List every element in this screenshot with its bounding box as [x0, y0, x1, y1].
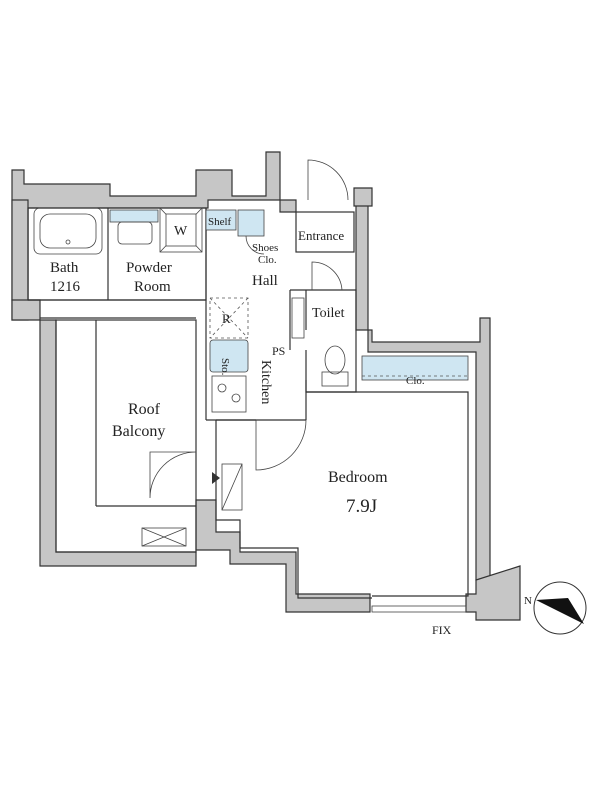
- toilet-bowl: [321, 345, 349, 387]
- fixed-window: [371, 605, 467, 613]
- hall-label: Hall: [252, 273, 278, 289]
- shoes-closet-label-2: Clo.: [258, 254, 277, 266]
- washer-box: [159, 207, 203, 253]
- storage-label: Sto.: [219, 358, 231, 376]
- powder-room-label-1: Powder: [126, 260, 172, 276]
- shelf: [205, 209, 237, 231]
- refrigerator-space: [209, 297, 249, 339]
- kitchen-sink: [209, 339, 249, 373]
- ac-unit: [212, 463, 243, 511]
- closet-label: Clo.: [406, 375, 425, 387]
- kitchen-label: Kitchen: [258, 360, 273, 404]
- bath-label: Bath: [50, 260, 79, 276]
- vanity-sink: [109, 209, 159, 245]
- entrance-label: Entrance: [298, 228, 344, 243]
- bedroom-label: Bedroom: [328, 469, 388, 486]
- interior-walls: [27, 207, 469, 599]
- compass-north-label: N: [524, 595, 532, 607]
- doors: [149, 159, 349, 499]
- fixed-window-label: FIX: [432, 623, 452, 637]
- roof-balcony-label-1: Roof: [128, 401, 161, 418]
- roof-balcony-label-2: Balcony: [112, 423, 165, 440]
- bedroom-closet: [361, 355, 469, 381]
- exterior-walls: [11, 151, 521, 621]
- compass: N: [524, 581, 587, 635]
- bath-size-label: 1216: [50, 279, 81, 295]
- shoes-closet: [237, 209, 265, 237]
- bathtub: [33, 207, 103, 255]
- powder-room-label-2: Room: [134, 279, 171, 295]
- bedroom-size-label: 7.9J: [346, 496, 377, 517]
- pipe-space-label: PS: [272, 344, 285, 358]
- shelf-label: Shelf: [208, 216, 232, 228]
- balcony-vent: [141, 527, 187, 547]
- washer-label: W: [174, 224, 188, 239]
- toilet-label: Toilet: [312, 306, 345, 321]
- pipe-space-box: [291, 297, 305, 339]
- north-arrow-icon: [536, 598, 584, 624]
- refrigerator-label: R: [222, 311, 231, 326]
- room-labels: Bath 1216 Powder Room W Shelf Shoes Clo.…: [50, 216, 452, 637]
- stove: [211, 375, 247, 413]
- shoes-closet-label-1: Shoes: [252, 242, 278, 254]
